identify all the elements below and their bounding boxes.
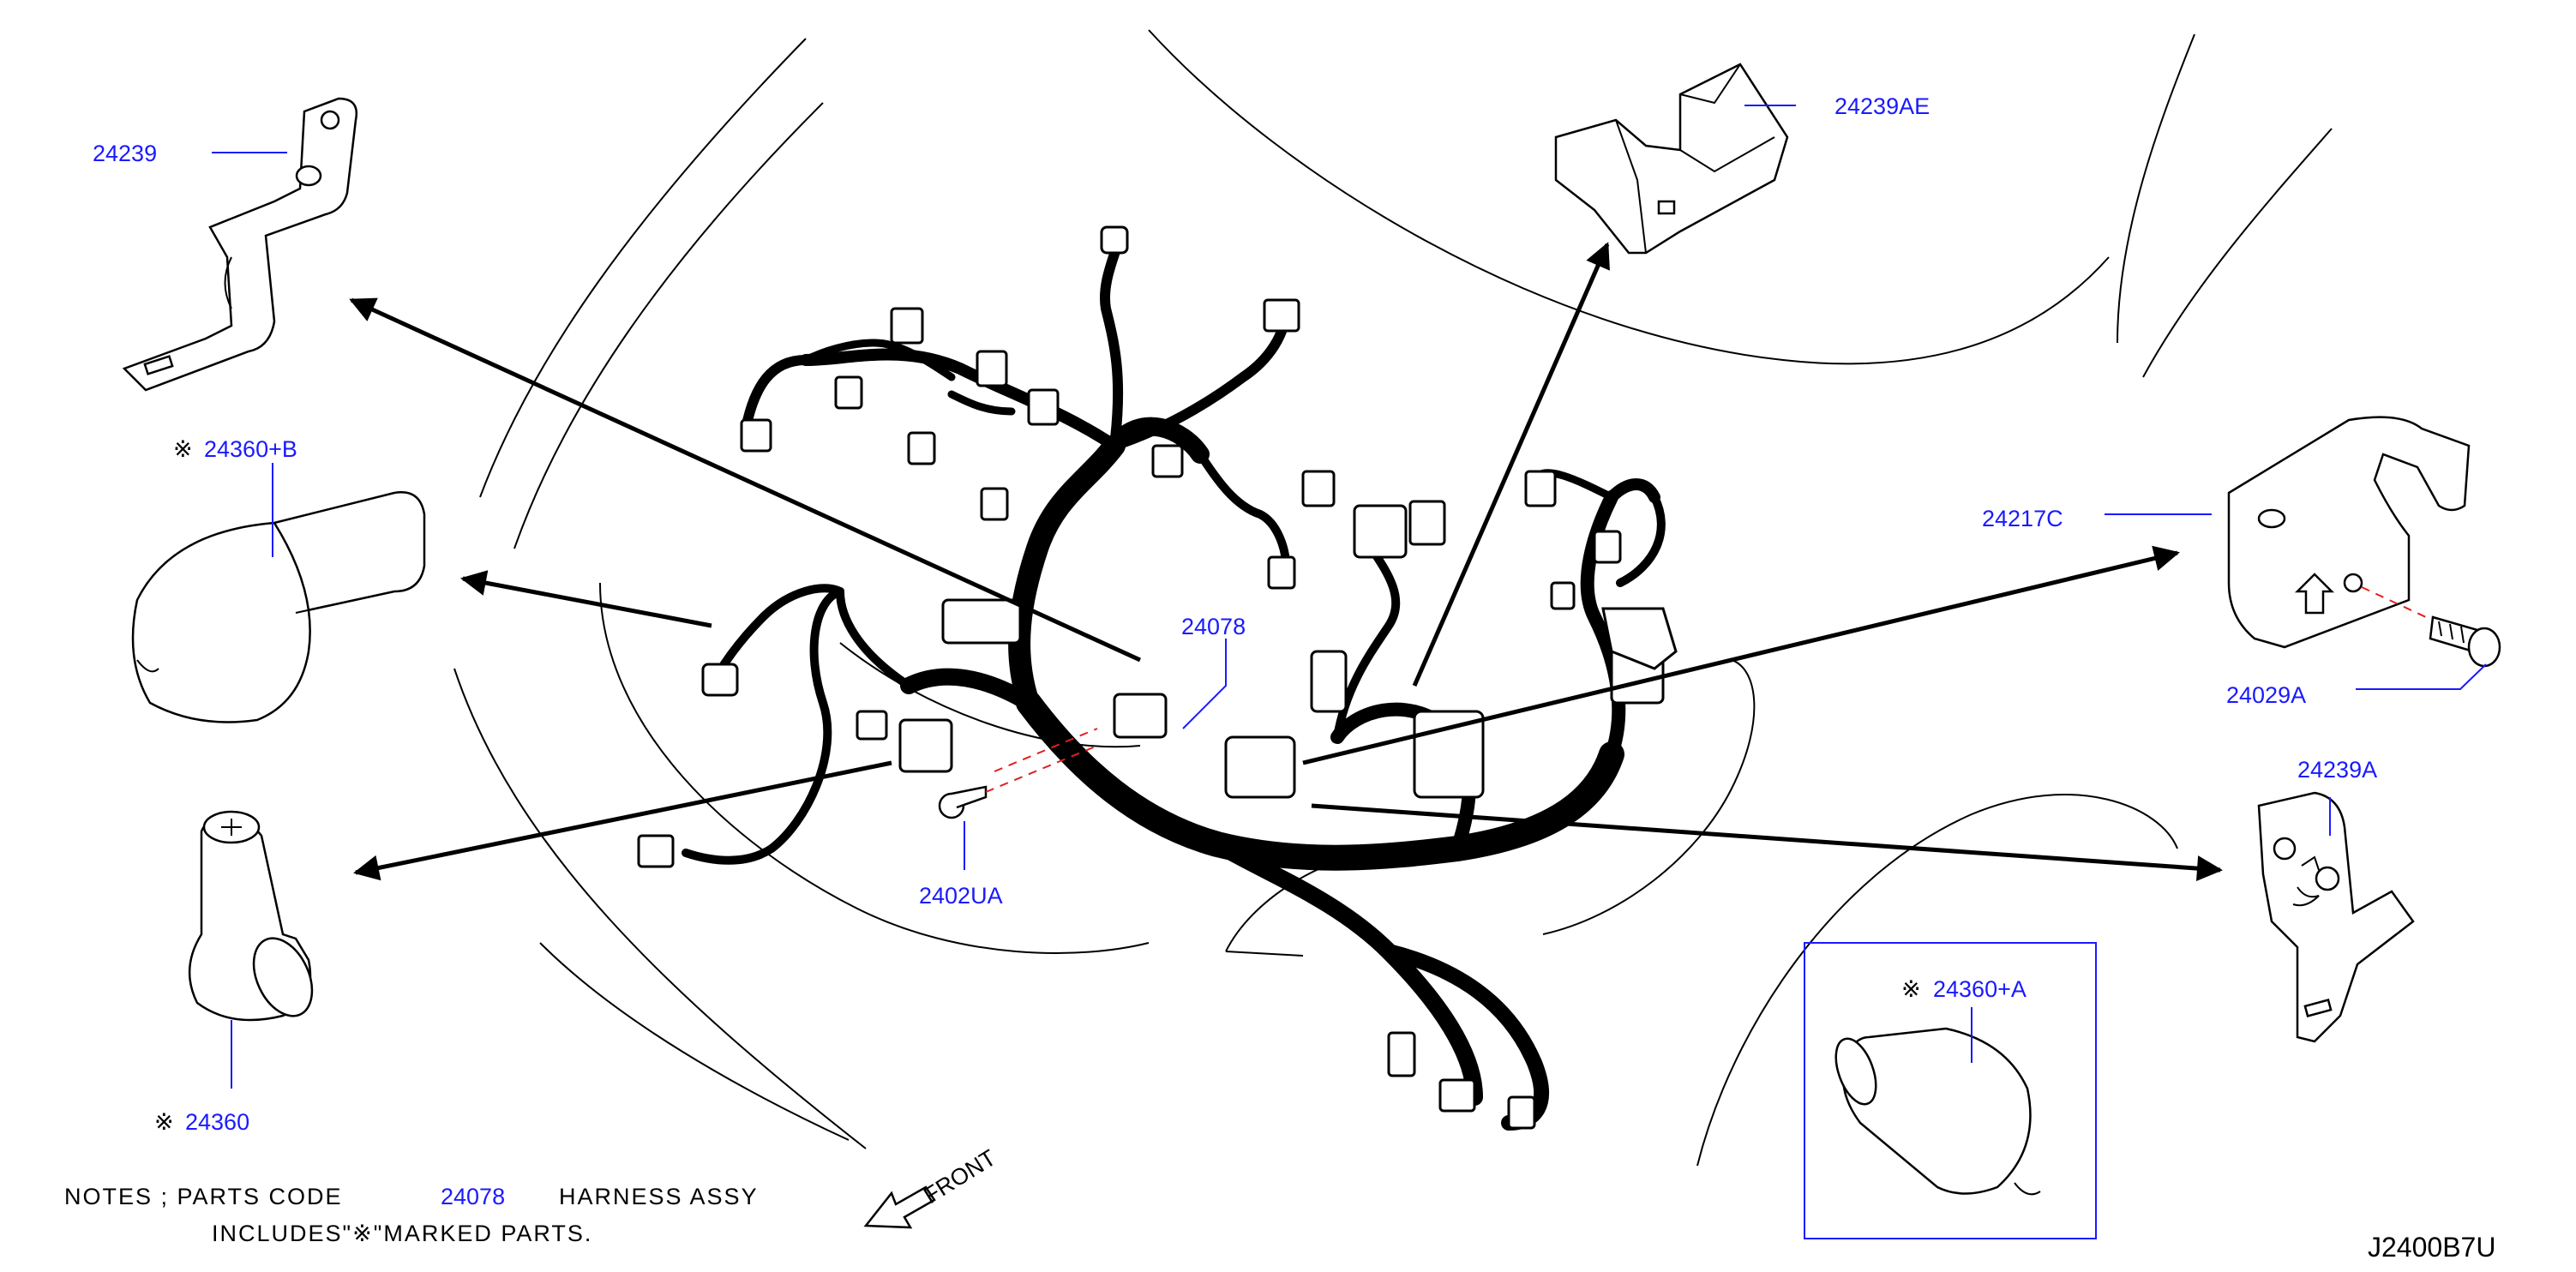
wire-harness-24078 [682, 235, 1666, 1131]
notes-suffix: HARNESS ASSY [559, 1184, 759, 1209]
label-24239: 24239 [93, 141, 157, 166]
front-label: FRONT [919, 1144, 1000, 1209]
mark-24360A: ※ [1901, 976, 1921, 1002]
label-24360A: 24360+A [1933, 976, 2027, 1002]
vehicle-body-outline [453, 29, 2333, 1167]
bracket-24239A [2257, 791, 2415, 1043]
leader-lines [212, 105, 2487, 1089]
front-indicator: FRONT [863, 1144, 1000, 1229]
label-24217C: 24217C [1982, 506, 2063, 531]
notes-prefix: NOTES ; PARTS CODE [64, 1184, 343, 1209]
notes-line2: INCLUDES"※"MARKED PARTS. [212, 1221, 592, 1246]
label-24360B: 24360+B [204, 436, 297, 462]
label-24360: 24360 [185, 1109, 249, 1135]
boot-24360A-box [1804, 942, 2097, 1239]
diagram-id: J2400B7U [2368, 1232, 2495, 1263]
clip-24360 [188, 810, 314, 1022]
notes-code: 24078 [441, 1184, 505, 1209]
label-2402UA: 2402UA [919, 883, 1003, 909]
label-24239AE: 24239AE [1834, 93, 1930, 119]
harness-connectors [637, 225, 1678, 1130]
mark-24360B: ※ [173, 436, 193, 462]
bracket-24217C [2227, 416, 2471, 649]
label-24029A: 24029A [2226, 682, 2306, 708]
pointer-arrows [349, 242, 2223, 882]
bracket-24239 [122, 97, 358, 392]
label-24239A: 24239A [2297, 757, 2377, 783]
label-24078: 24078 [1181, 614, 1246, 639]
notes: NOTES ; PARTS CODE 24078 HARNESS ASSY IN… [64, 1184, 759, 1246]
part-labels: 24239 ※ 24360+B ※ 24360 24078 2402UA 242… [93, 93, 2377, 1135]
bolt-24029A [2429, 615, 2501, 668]
cover-24239AE [1554, 63, 1789, 255]
boot-24360B [131, 491, 426, 723]
bolt-2402UA [938, 728, 1098, 819]
mark-24360: ※ [154, 1109, 174, 1135]
